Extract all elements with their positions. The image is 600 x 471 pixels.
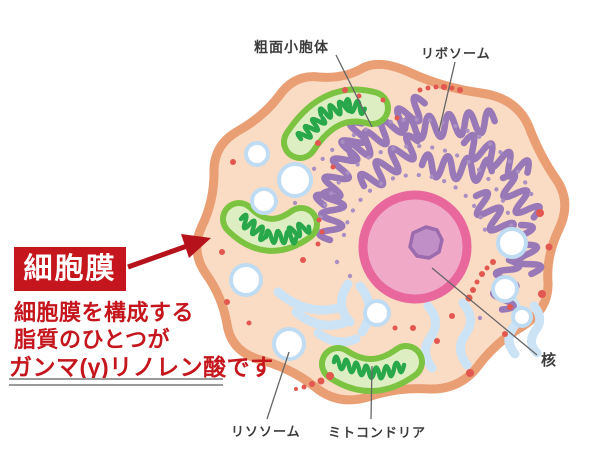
nucleolus-shape <box>408 225 444 260</box>
double-underline <box>9 378 223 386</box>
label-rough-er: 粗面小胞体 <box>254 39 329 55</box>
mitochondrion-bottom <box>319 343 425 394</box>
cell-membrane-heading: 細胞膜 <box>14 247 126 291</box>
label-lysosome: リソソーム <box>231 424 301 439</box>
label-nucleus: 核 <box>541 352 558 369</box>
rough-er-pointer-line <box>335 54 373 128</box>
mitochondria-pointer-line <box>370 365 373 420</box>
cell-membrane-arrow <box>127 234 211 270</box>
mitochondrion-top-left <box>281 86 391 161</box>
free-ribosome-dots <box>219 84 553 391</box>
label-connector-lines <box>266 54 538 420</box>
callout-description-line2: 脂質のひとつが <box>14 327 170 352</box>
lysosome-pointer-line <box>266 351 290 420</box>
nucleus-pointer-line <box>431 267 538 356</box>
label-mitochondria: ミトコンドリア <box>328 425 427 440</box>
vesicles <box>229 141 533 361</box>
callout-description-line1: 細胞膜を構成する <box>14 300 195 325</box>
ribosome-pointer-line <box>438 61 456 132</box>
mitochondrion-left <box>220 200 320 254</box>
label-ribosome: リボソーム <box>421 46 491 61</box>
callout-description-line3: ガンマ(γ)リノレン酸です <box>9 354 274 380</box>
